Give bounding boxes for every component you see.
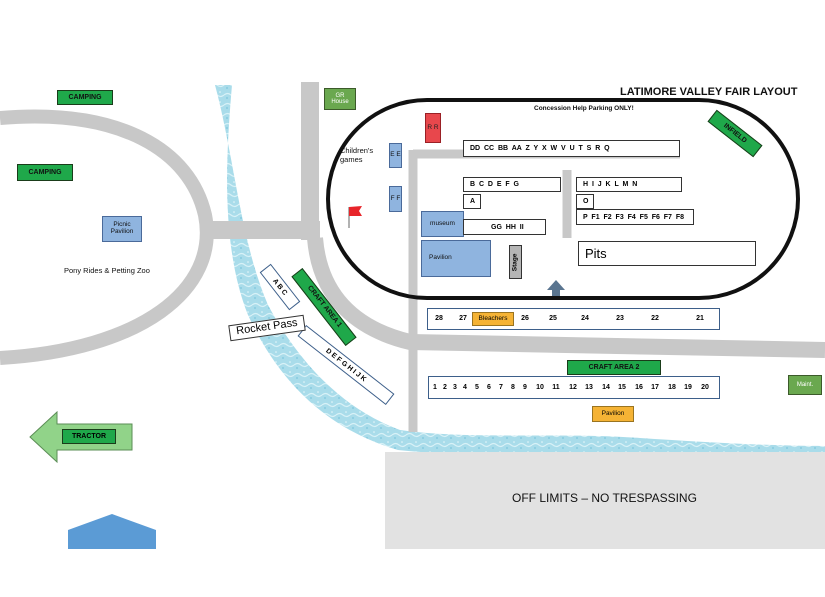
camping-left: CAMPING (17, 164, 73, 181)
booth-number: 12 (569, 384, 577, 391)
pavilion-bottom: Pavilion (592, 406, 634, 422)
building-rr: R R (425, 113, 441, 143)
booth-strip-upper: Bleachers 28 27 26 25 24 23 22 21 (427, 308, 720, 330)
booth-number: 26 (521, 315, 529, 322)
booth-number: 23 (616, 315, 624, 322)
booth-row-p: P F1 F2 F3 F4 F5 F6 F7 F8 (576, 209, 694, 225)
gr-house: GR House (324, 88, 356, 110)
map-title: LATIMORE VALLEY FAIR LAYOUT (620, 86, 798, 98)
off-limits-label: OFF LIMITS – NO TRESPASSING (512, 491, 697, 505)
booth-number: 7 (499, 384, 503, 391)
childrens-games-label: Children's games (340, 146, 374, 165)
building-ee: E E (389, 143, 402, 168)
booth-number: 8 (511, 384, 515, 391)
booth-number: 11 (552, 384, 560, 391)
booth-number: 13 (585, 384, 593, 391)
booth-number: 5 (475, 384, 479, 391)
stage: Stage (509, 245, 522, 279)
booth-number: 19 (684, 384, 692, 391)
booth-number: 3 (453, 384, 457, 391)
booth-number: 18 (668, 384, 676, 391)
booth-number: 21 (696, 315, 704, 322)
booth-number: 1 (433, 384, 437, 391)
booth-strip-lower: 1 2 3 4 5 6 7 8 9 10 11 12 13 14 15 16 1… (428, 376, 720, 399)
building-ff: F F (389, 186, 402, 212)
concession-note: Concession Help Parking ONLY! (534, 105, 634, 112)
booth-row-dd: DD CC BB AA Z Y X W V U T S R Q (463, 140, 680, 157)
booth-number: 6 (487, 384, 491, 391)
booth-number: 9 (523, 384, 527, 391)
booth-number: 2 (443, 384, 447, 391)
booth-number: 24 (581, 315, 589, 322)
pavilion-infield: Pavilion (421, 240, 491, 277)
booth-number: 15 (618, 384, 626, 391)
bleachers: Bleachers (472, 312, 514, 326)
booth-o: O (576, 194, 594, 209)
booth-row-h: H I J K L M N (576, 177, 682, 192)
booth-number: 22 (651, 315, 659, 322)
booth-number: 27 (459, 315, 467, 322)
pits-area: Pits (578, 241, 756, 266)
camping-top: CAMPING (57, 90, 113, 105)
booth-row-b: B C D E F G (463, 177, 561, 192)
booth-number: 10 (536, 384, 544, 391)
booth-number: 17 (651, 384, 659, 391)
pony-rides-label: Pony Rides & Petting Zoo (64, 266, 150, 275)
booth-number: 28 (435, 315, 443, 322)
booth-number: 4 (463, 384, 467, 391)
booth-a: A (463, 194, 481, 209)
booth-number: 14 (602, 384, 610, 391)
flag-icon (348, 206, 362, 228)
maint-building: Maint. (788, 375, 822, 395)
museum: museum (421, 211, 464, 237)
craft-area-2: CRAFT AREA 2 (567, 360, 661, 375)
booth-number: 25 (549, 315, 557, 322)
stage-label: Stage (511, 253, 519, 271)
up-arrow-icon (547, 280, 565, 296)
off-limits-area (385, 452, 825, 549)
booth-number: 16 (635, 384, 643, 391)
race-track (326, 98, 800, 300)
picnic-pavilion: Picnic Pavilion (102, 216, 142, 242)
booth-row-gg: GG HH II (463, 219, 546, 235)
booth-number: 20 (701, 384, 709, 391)
tractor-label: TRACTOR (62, 429, 116, 444)
house-shape (68, 514, 156, 549)
